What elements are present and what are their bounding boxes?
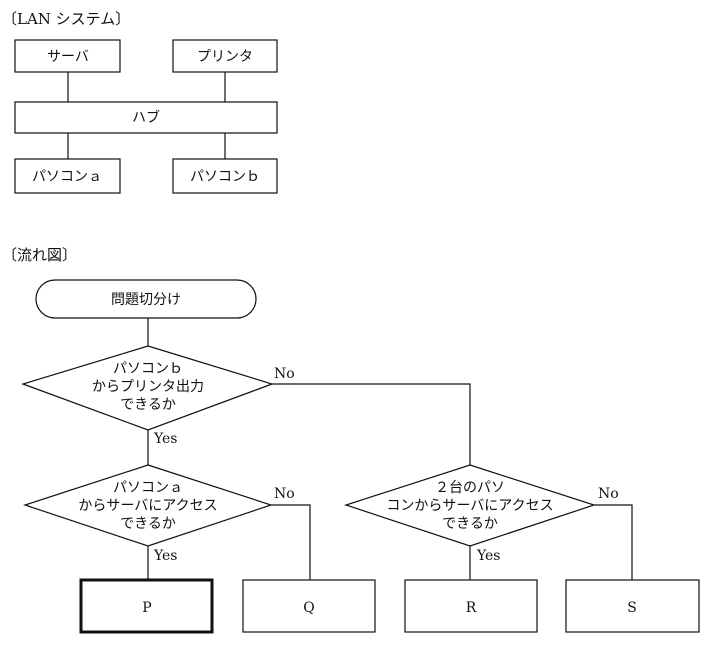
pc-a-box: [14, 158, 121, 194]
decision2-no-label: No: [274, 486, 295, 502]
result-r-label: R: [466, 600, 477, 616]
pc-a-label: パソコンａ: [32, 169, 102, 185]
decision1-line2: からプリンタ出力: [92, 379, 204, 395]
decision1-no-label: No: [274, 366, 295, 382]
decision1-no-line: [272, 383, 471, 465]
decision2-line3: できるか: [120, 516, 176, 532]
result-p-box: [79, 578, 214, 634]
decision2-diamond: [23, 464, 273, 547]
flowchart-heading: 〔流れ図〕: [2, 246, 78, 264]
start-terminal: [35, 279, 257, 319]
lan-system-heading: 〔LAN システム〕: [2, 10, 131, 28]
pc-b-label: パソコンｂ: [190, 169, 260, 185]
decision3-yes-label: Yes: [476, 548, 501, 564]
hub-label: ハブ: [132, 109, 160, 126]
pc-b-box: [172, 158, 278, 194]
printer-box: [172, 39, 278, 73]
server-box: [14, 39, 121, 73]
result-r-box: [404, 579, 538, 633]
decision1-diamond: [21, 345, 274, 431]
result-q-box: [242, 579, 376, 633]
decision1-line3: できるか: [120, 397, 176, 413]
hub-box: [14, 101, 278, 134]
start-label: 問題切分け: [111, 292, 181, 308]
result-s-box: [565, 579, 700, 633]
printer-label: プリンタ: [197, 49, 253, 65]
result-q-label: Q: [303, 600, 314, 616]
decision3-line2: コンからサーバにアクセス: [386, 498, 553, 514]
decision3-no-label: No: [598, 486, 619, 502]
decision2-no-line: [271, 504, 311, 580]
decision2-line1: パソコンａ: [113, 480, 183, 496]
decision1-line1: パソコンｂ: [113, 361, 183, 377]
server-label: サーバ: [47, 49, 89, 65]
decision3-no-line: [594, 504, 633, 580]
decision2-line2: からサーバにアクセス: [78, 498, 217, 514]
decision2-yes-label: Yes: [153, 548, 178, 564]
result-s-label: S: [627, 600, 637, 616]
decision1-yes-label: Yes: [153, 431, 178, 447]
decision3-line1: ２台のパソ: [435, 480, 505, 496]
result-p-label: P: [142, 600, 151, 616]
decision3-line3: できるか: [442, 516, 498, 532]
decision3-diamond: [344, 464, 596, 547]
